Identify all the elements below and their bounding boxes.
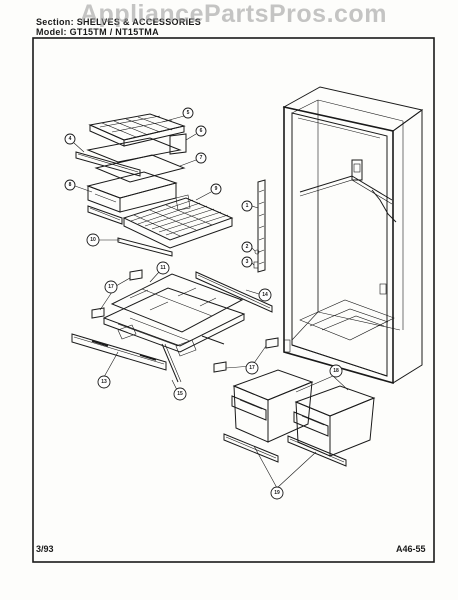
- callout-c-pan-cover: 7: [195, 152, 207, 164]
- callout-c-shelf-top: 5: [182, 107, 194, 119]
- callout-c-crisper-front: 8: [64, 179, 76, 191]
- callout-c-trim-left: 4: [64, 133, 76, 145]
- drawing-border: [32, 37, 435, 563]
- crisper-cover-assembly: [91, 269, 279, 373]
- svg-text:14: 14: [262, 292, 268, 298]
- callout-c-wire-shelf: 9: [210, 183, 222, 195]
- callout-c-cover-support: 17: [104, 280, 118, 294]
- shelf-trims: [75, 133, 187, 177]
- diagram-code: A46-55: [396, 544, 426, 554]
- callout-c-pan-slides: 19: [270, 486, 284, 500]
- svg-text:5: 5: [187, 110, 190, 116]
- model-title: Model: GT15TM / NT15TMA: [36, 27, 159, 37]
- svg-text:17: 17: [108, 284, 114, 290]
- callout-c-screw: 2: [241, 241, 253, 253]
- svg-text:1: 1: [246, 203, 249, 209]
- svg-text:17: 17: [249, 365, 255, 371]
- svg-text:13: 13: [101, 379, 107, 385]
- svg-text:9: 9: [215, 186, 218, 192]
- svg-text:8: 8: [69, 182, 72, 188]
- wire-shelf: [117, 194, 234, 257]
- frame-trims: [71, 333, 182, 383]
- callout-c-shelf-trim: 10: [86, 233, 100, 247]
- watermark-text: AppliancePartsPros.com: [80, 0, 387, 28]
- svg-text:11: 11: [160, 265, 166, 271]
- leader-lines: [73, 115, 349, 489]
- callout-c-frame-rail: 15: [173, 387, 187, 401]
- top-shelf-assembly: [88, 113, 186, 147]
- svg-text:3: 3: [246, 259, 249, 265]
- svg-text:18: 18: [333, 368, 339, 374]
- svg-text:19: 19: [274, 490, 280, 496]
- section-title: Section: SHELVES & ACCESSORIES: [36, 17, 202, 27]
- callout-c-cover-trim: 14: [258, 288, 272, 302]
- callout-c-clip: 3: [241, 256, 253, 268]
- callout-c-frame-trim: 13: [97, 375, 111, 389]
- svg-text:2: 2: [246, 244, 249, 250]
- svg-text:4: 4: [69, 136, 72, 142]
- cover-front-trim: [195, 271, 273, 313]
- svg-text:7: 7: [200, 155, 203, 161]
- crisper-slides: [223, 433, 347, 467]
- callout-c-support-right: 17: [245, 361, 259, 375]
- revision-date: 3/93: [36, 544, 54, 554]
- callout-c-ladder-rail: 1: [241, 200, 253, 212]
- svg-text:6: 6: [200, 128, 203, 134]
- shelf-ladder: [253, 179, 266, 273]
- callout-c-crisper-pans: 18: [329, 364, 343, 378]
- svg-text:15: 15: [177, 391, 183, 397]
- refrigerator-cabinet: [282, 86, 424, 385]
- crisper-pans: [231, 369, 376, 457]
- svg-text:10: 10: [90, 237, 96, 243]
- callout-c-glass-cover: 11: [156, 261, 170, 275]
- callout-c-bracket-right: 6: [195, 125, 207, 137]
